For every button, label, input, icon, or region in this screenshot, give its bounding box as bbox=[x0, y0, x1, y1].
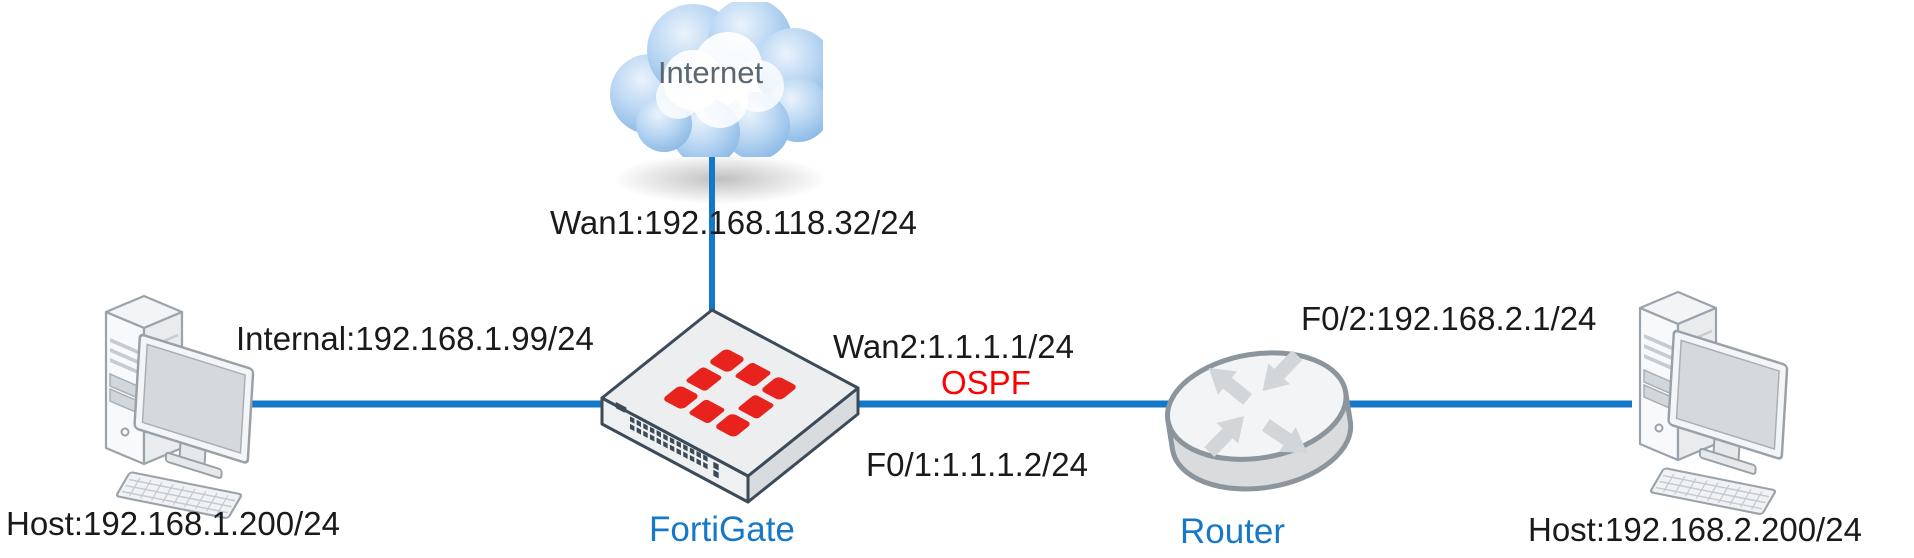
host-left-label: Host:192.168.1.200/24 bbox=[6, 505, 340, 542]
router-label: Router bbox=[1180, 512, 1286, 551]
router-icon bbox=[1164, 350, 1354, 492]
fortigate-label: FortiGate bbox=[649, 510, 795, 549]
router-device bbox=[1158, 334, 1358, 507]
host-right-device bbox=[1612, 284, 1802, 521]
f02-interface-label: F0/2:192.168.2.1/24 bbox=[1301, 300, 1597, 337]
host-left-device bbox=[78, 288, 268, 525]
internet-cloud bbox=[598, 0, 834, 166]
router-arrows bbox=[1204, 350, 1308, 457]
internet-cloud-icon bbox=[610, 0, 834, 166]
ospf-protocol-label: OSPF bbox=[941, 364, 1031, 401]
internal-interface-label: Internal:192.168.1.99/24 bbox=[236, 320, 594, 357]
fortinet-logo bbox=[664, 349, 796, 437]
fortigate-device bbox=[598, 306, 863, 516]
fortigate-appliance-icon bbox=[600, 308, 860, 504]
desktop-computer-icon bbox=[1638, 290, 1789, 516]
host-right-label: Host:192.168.2.200/24 bbox=[1528, 511, 1862, 548]
desktop-computer-icon bbox=[104, 294, 255, 519]
fortigate-ports bbox=[615, 401, 719, 479]
wan2-interface-label: Wan2:1.1.1.1/24 bbox=[833, 328, 1074, 365]
internet-label: Internet bbox=[657, 55, 764, 90]
f01-interface-label: F0/1:1.1.1.2/24 bbox=[866, 446, 1088, 483]
wan1-interface-label: Wan1:192.168.118.32/24 bbox=[550, 204, 917, 241]
